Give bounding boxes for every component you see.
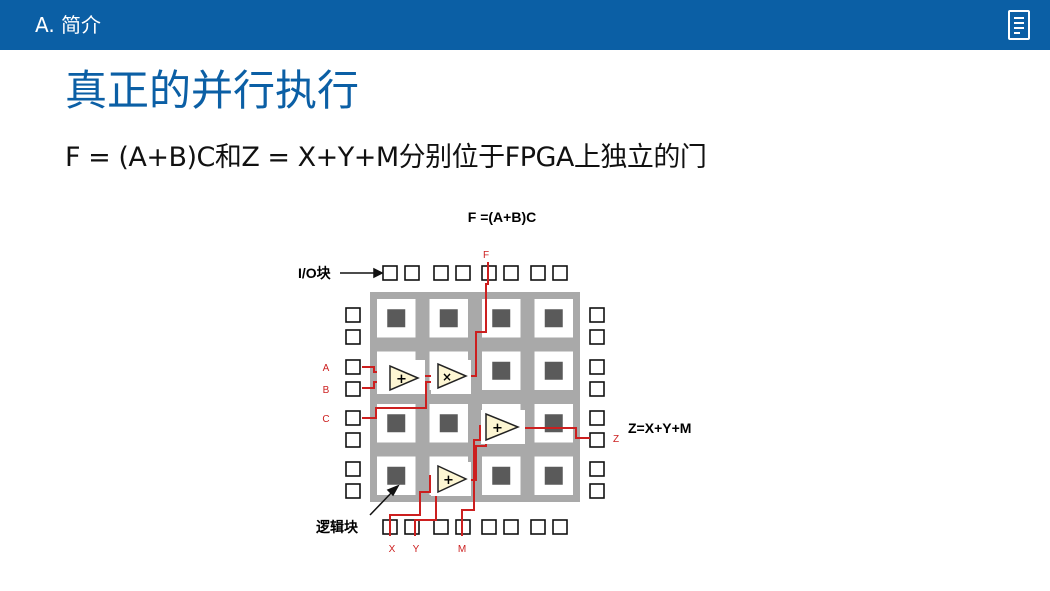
io-pad	[345, 359, 361, 375]
output-formula: Z=X+Y+M	[628, 420, 691, 436]
io-pad	[530, 519, 546, 535]
io-block-label: I/O块	[298, 265, 332, 281]
io-pad	[345, 307, 361, 323]
top-formula: F =(A+B)C	[468, 209, 536, 225]
io-pad	[503, 519, 519, 535]
logic-block-label: 逻辑块	[316, 519, 359, 535]
logic-arrow-line	[369, 489, 395, 516]
logic-cell-core	[544, 361, 563, 380]
adder-1-triangle	[485, 412, 520, 442]
signal-y: Y	[413, 544, 420, 555]
logic-cell-core	[387, 414, 406, 433]
signal-labels: F A B C Z X Y M	[322, 250, 619, 555]
logic-cell-core	[544, 466, 563, 485]
wire-m	[461, 425, 486, 536]
logic-cell-core	[439, 414, 458, 433]
logic-cell-core	[439, 309, 458, 328]
io-pad	[503, 265, 519, 281]
fpga-diagram: + × + + F =(A+B)C I/O块 逻辑块 Z=X+Y+M F A B…	[290, 200, 720, 570]
io-pad	[345, 381, 361, 397]
and-gate-triangle	[437, 362, 468, 390]
logic-cell-core	[492, 309, 511, 328]
io-pad	[589, 483, 605, 499]
io-pad	[345, 432, 361, 448]
io-pad	[552, 519, 568, 535]
io-pad	[481, 519, 497, 535]
logic-cell-core	[387, 466, 406, 485]
io-pad-grid	[345, 265, 605, 535]
slide-title: 真正的并行执行	[65, 66, 360, 115]
fpga-diagram-svg: + × + + F =(A+B)C I/O块 逻辑块 Z=X+Y+M F A B…	[298, 209, 691, 555]
slide-subtitle: F = (A+B)C和Z = X+Y+M分别位于FPGA上独立的门	[65, 142, 707, 173]
io-pad	[530, 265, 546, 281]
and-gate-symbol: ×	[442, 370, 452, 384]
signal-z: Z	[613, 434, 619, 445]
io-pad	[455, 265, 471, 281]
adder-2-symbol: +	[443, 473, 454, 488]
or-gate-triangle	[389, 364, 420, 392]
io-pad	[552, 265, 568, 281]
document-icon[interactable]	[1008, 10, 1030, 40]
logic-cell-core	[492, 466, 511, 485]
signal-a: A	[323, 363, 330, 374]
wire-f	[466, 262, 489, 377]
io-arrow-head	[373, 267, 384, 279]
io-pad	[589, 381, 605, 397]
or-gate-symbol: +	[396, 372, 407, 387]
wire-z	[518, 427, 590, 439]
signal-c: C	[322, 414, 329, 425]
io-pad	[345, 483, 361, 499]
io-pad	[345, 329, 361, 345]
io-pad	[589, 410, 605, 426]
io-pad	[382, 265, 398, 281]
wire-c	[362, 381, 440, 419]
signal-x: X	[389, 544, 396, 555]
header-bar: A. 简介	[0, 0, 1050, 50]
logic-arrow-head	[386, 484, 400, 497]
signal-m: M	[458, 544, 466, 555]
logic-cell-grid	[377, 299, 573, 495]
io-pad	[404, 519, 420, 535]
signal-b: B	[323, 385, 330, 396]
io-pad	[589, 329, 605, 345]
wire-x	[389, 475, 438, 536]
signal-f: F	[483, 250, 489, 261]
logic-cell-core	[387, 309, 406, 328]
io-pad	[589, 432, 605, 448]
logic-cell-core	[492, 361, 511, 380]
io-pad	[345, 461, 361, 477]
io-pad	[589, 307, 605, 323]
io-pad	[404, 265, 420, 281]
adder-2-triangle	[437, 464, 468, 494]
io-pad	[345, 410, 361, 426]
arrows	[340, 267, 400, 516]
io-pad	[433, 265, 449, 281]
io-pad	[589, 359, 605, 375]
io-pad	[433, 519, 449, 535]
io-pad	[589, 461, 605, 477]
section-label: A. 简介	[35, 13, 102, 37]
logic-cell-core	[544, 309, 563, 328]
adder-1-symbol: +	[492, 421, 503, 436]
logic-cell-core	[544, 414, 563, 433]
